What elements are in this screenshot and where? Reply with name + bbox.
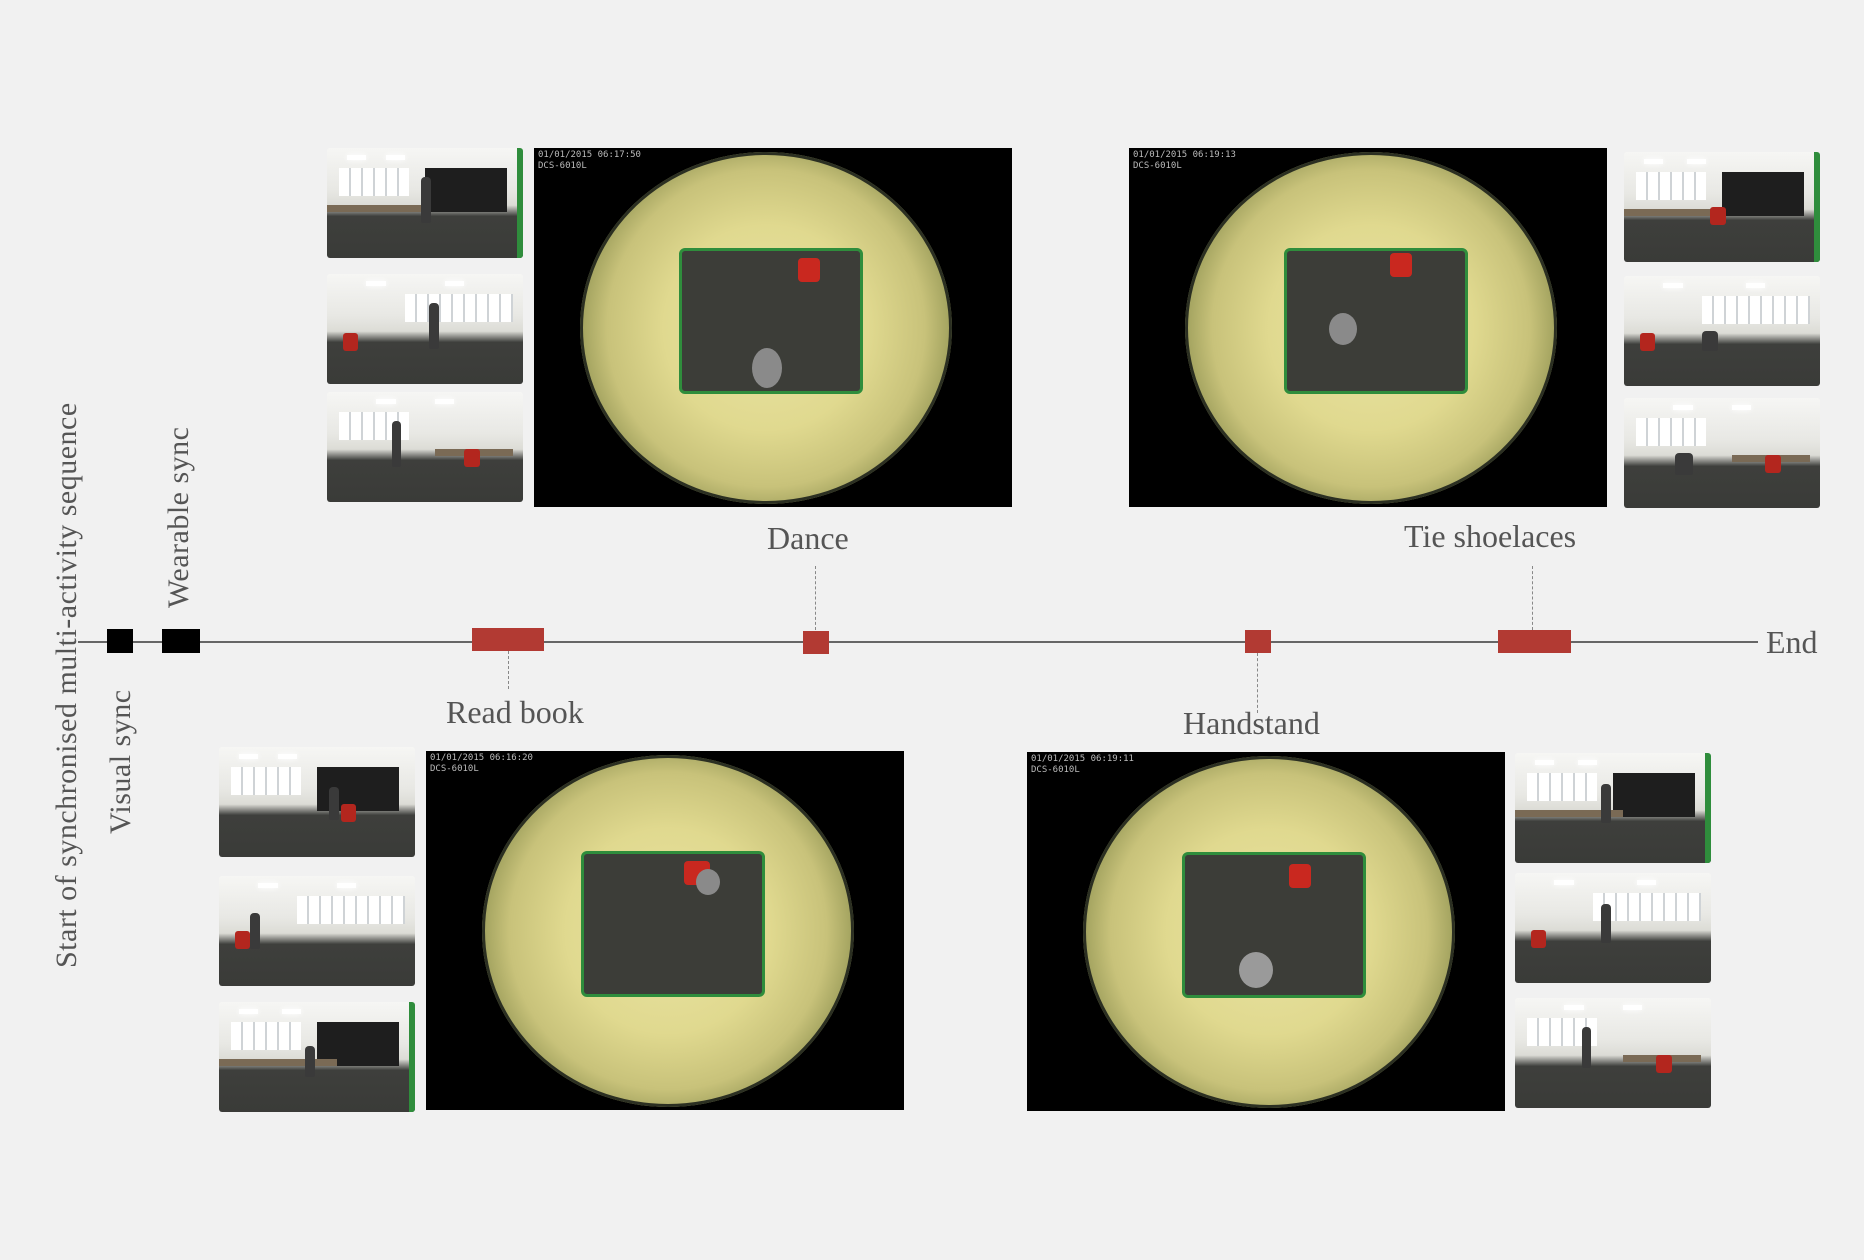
timeline-axis <box>78 641 1758 643</box>
dance-leader <box>815 566 816 630</box>
read-book-overhead-camera: 01/01/2015 06:16:20 DCS-6010L <box>426 751 904 1110</box>
visual-sync-label: Visual sync <box>104 689 137 834</box>
read-book-label: Read book <box>446 694 584 730</box>
dance-camera-thumb-3 <box>327 392 523 502</box>
wearable-sync-label: Wearable sync <box>162 426 195 609</box>
start-label: Start of synchronised multi-activity seq… <box>50 402 83 968</box>
handstand-camera-timestamp: 01/01/2015 06:19:11 DCS-6010L <box>1031 754 1134 775</box>
handstand-marker <box>1245 630 1271 653</box>
wearable-sync-marker <box>162 629 200 653</box>
dance-camera-thumb-2 <box>327 274 523 384</box>
dance-camera-thumb-1 <box>327 148 523 258</box>
tie-shoelaces-leader <box>1532 566 1533 630</box>
dance-marker <box>803 631 829 654</box>
handstand-label: Handstand <box>1183 705 1320 741</box>
handstand-camera-thumb-1 <box>1515 753 1711 863</box>
tie-shoelaces-camera-thumb-2 <box>1624 276 1820 386</box>
read-book-camera-thumb-1 <box>219 747 415 857</box>
tie-shoelaces-camera-thumb-3 <box>1624 398 1820 508</box>
dance-camera-timestamp: 01/01/2015 06:17:50 DCS-6010L <box>538 150 641 171</box>
handstand-camera-thumb-3 <box>1515 998 1711 1108</box>
read-book-leader <box>508 651 509 689</box>
handstand-leader <box>1257 653 1258 713</box>
dance-label: Dance <box>767 520 849 556</box>
tie-shoelaces-marker <box>1498 630 1571 653</box>
handstand-overhead-camera: 01/01/2015 06:19:11 DCS-6010L <box>1027 752 1505 1111</box>
read-book-camera-thumb-2 <box>219 876 415 986</box>
read-book-camera-thumb-3 <box>219 1002 415 1112</box>
tie-shoelaces-camera-timestamp: 01/01/2015 06:19:13 DCS-6010L <box>1133 150 1236 171</box>
read-book-marker <box>472 628 544 651</box>
read-book-camera-timestamp: 01/01/2015 06:16:20 DCS-6010L <box>430 753 533 774</box>
dance-overhead-camera: 01/01/2015 06:17:50 DCS-6010L <box>534 148 1012 507</box>
tie-shoelaces-camera-thumb-1 <box>1624 152 1820 262</box>
tie-shoelaces-overhead-camera: 01/01/2015 06:19:13 DCS-6010L <box>1129 148 1607 507</box>
end-label: End <box>1766 624 1818 660</box>
handstand-camera-thumb-2 <box>1515 873 1711 983</box>
tie-shoelaces-label: Tie shoelaces <box>1404 518 1577 554</box>
visual-sync-marker <box>107 629 133 653</box>
